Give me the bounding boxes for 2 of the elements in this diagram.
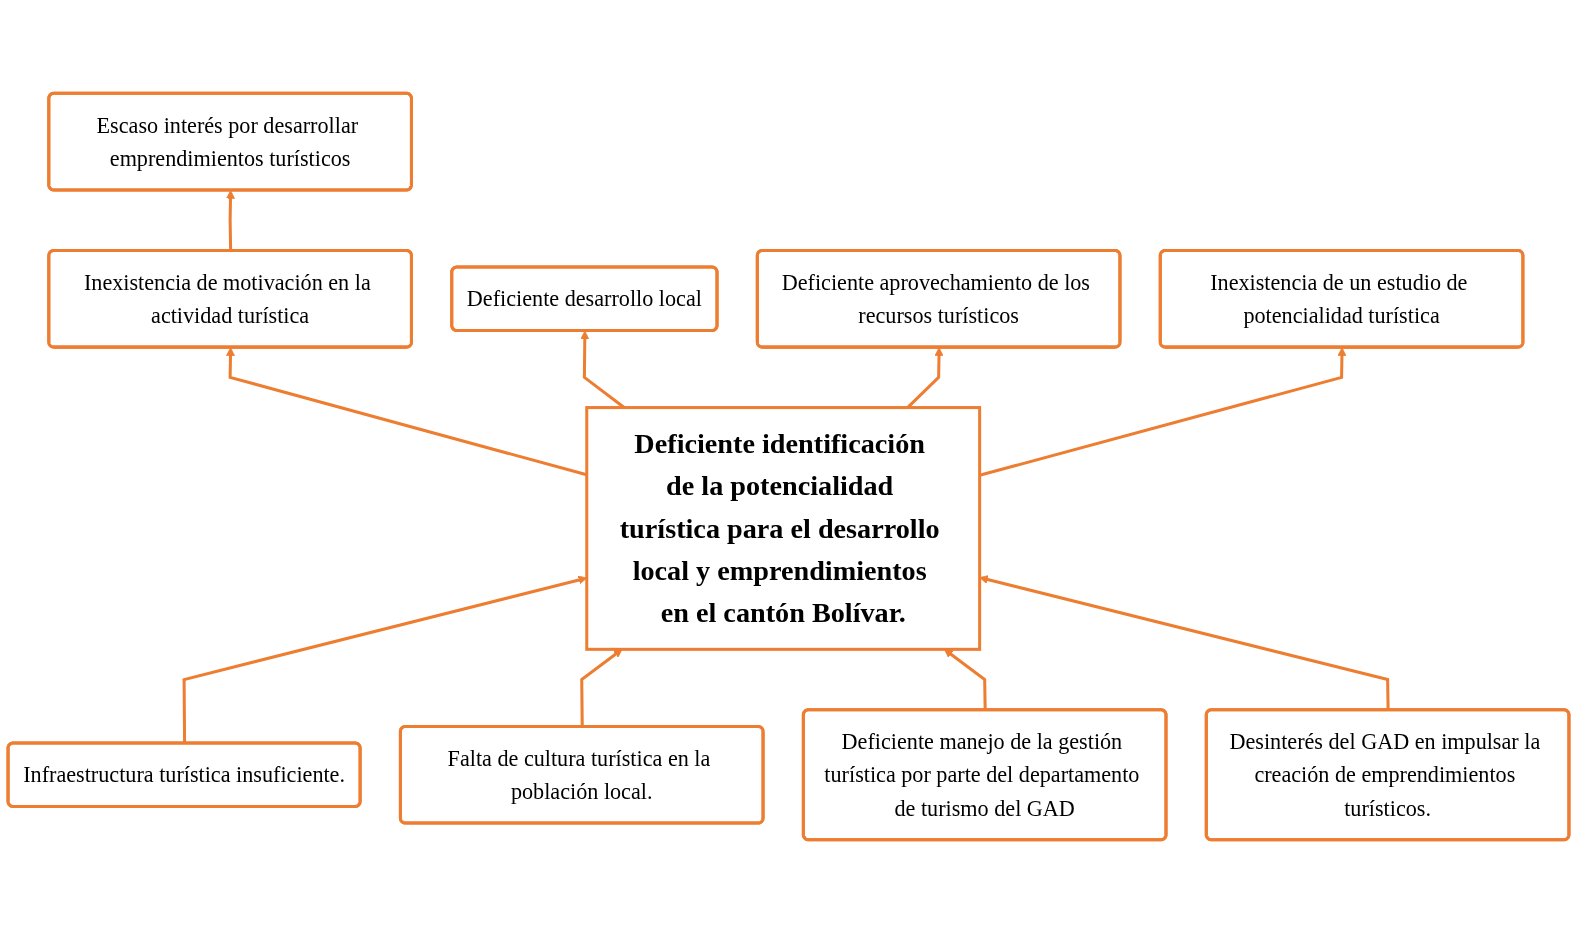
node-box: Deficiente identificación de la potencialidad turística para el desarrollo local y emprendimientos en el cantón Bolívar.	[585, 406, 982, 651]
arrow	[226, 190, 235, 251]
